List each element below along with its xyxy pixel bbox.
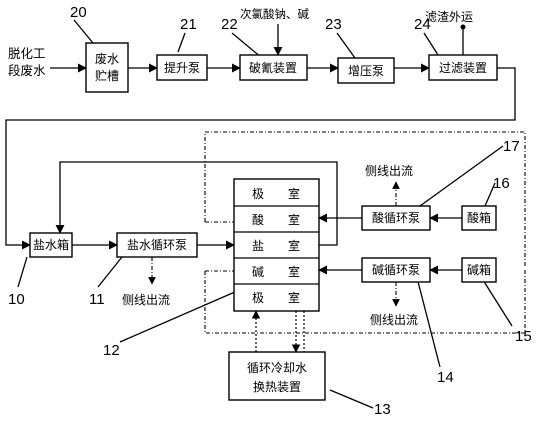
leader-12	[119, 287, 245, 343]
leader-10	[17, 256, 28, 288]
ref-20: 20	[70, 4, 87, 21]
ref-11: 11	[89, 291, 105, 308]
leader-21	[177, 32, 186, 53]
arrow-filter-to-brine-tank	[5, 67, 516, 250]
leader-14	[414, 269, 441, 368]
cooling-label-2: 换热装置	[253, 380, 301, 394]
chemical-input-label: 次氯酸钠、碱	[240, 7, 309, 21]
wastewater-tank-label-2: 贮槽	[95, 68, 119, 83]
booster-pump: 增压泵	[337, 57, 395, 84]
ref-15: 15	[515, 328, 532, 345]
chamber-4-a: 碱	[252, 265, 264, 279]
acid-pump-label: 酸循环泵	[372, 210, 420, 225]
ref-17: 17	[503, 138, 520, 155]
leader-17	[419, 145, 504, 207]
breaking-unit-label: 破氰装置	[249, 60, 297, 75]
brine-side-out-label: 侧线出流	[122, 293, 170, 307]
ref-14: 14	[437, 369, 454, 386]
cooling-label-1: 循环冷却水	[247, 361, 307, 375]
acid-loop-boundary	[204, 131, 526, 268]
base-tank: 碱箱	[461, 257, 497, 283]
ref-21: 21	[180, 16, 197, 33]
sludge-out-label: 滤渣外运	[425, 10, 473, 24]
brine-circulation-pump: 盐水循环泵	[116, 232, 198, 258]
brine-pump-label: 盐水循环泵	[127, 238, 187, 252]
ref-22: 22	[221, 16, 238, 33]
chamber-1-b: 室	[288, 186, 300, 201]
chamber-2-b: 室	[288, 212, 300, 227]
wastewater-storage-tank: 废水 贮槽	[85, 42, 129, 93]
leader-11	[97, 256, 123, 288]
brine-tank: 盐水箱	[29, 232, 73, 258]
ref-24: 24	[414, 16, 431, 33]
chamber-5-b: 室	[288, 290, 300, 305]
source-label-line2: 段废水	[8, 63, 46, 78]
chamber-1-a: 极	[252, 187, 264, 201]
ref-13: 13	[374, 401, 391, 418]
acid-side-out-label: 侧线出流	[365, 164, 413, 178]
acid-tank-label: 酸箱	[467, 210, 491, 225]
source-label-line1: 脱化工	[8, 46, 46, 61]
ref-12: 12	[103, 342, 120, 359]
arrow-salt-return-to-brine-tank	[55, 161, 338, 246]
leader-13	[329, 389, 374, 409]
leader-22	[231, 32, 263, 59]
base-pump-label: 碱循环泵	[372, 263, 420, 277]
chamber-4-b: 室	[288, 264, 300, 279]
chamber-3-a: 盐	[252, 239, 264, 253]
lift-pump: 提升泵	[156, 54, 208, 81]
chamber-2-a: 酸	[252, 212, 264, 227]
sludge-out-dot	[460, 24, 466, 30]
lift-pump-label: 提升泵	[164, 60, 200, 75]
leader-20	[73, 19, 94, 44]
ref-23: 23	[325, 16, 342, 33]
ref-16: 16	[493, 175, 510, 192]
electrodialysis-stack: 极 室 酸 室 盐 室 碱 室 极 室	[233, 178, 320, 312]
brine-tank-label: 盐水箱	[33, 237, 69, 252]
base-circulation-pump: 碱循环泵	[361, 257, 431, 283]
booster-pump-label: 增压泵	[348, 64, 384, 78]
acid-circulation-pump: 酸循环泵	[361, 205, 431, 231]
leader-23	[336, 32, 356, 59]
filter-unit-label: 过滤装置	[439, 61, 487, 75]
filter-unit: 过滤装置	[428, 54, 498, 81]
cooling-heat-exchanger: 循环冷却水 换热装置	[228, 351, 326, 401]
acid-tank: 酸箱	[461, 205, 497, 231]
leader-16	[484, 182, 496, 207]
chamber-5-a: 极	[252, 291, 264, 305]
base-tank-label: 碱箱	[467, 262, 491, 277]
ref-10: 10	[8, 291, 25, 308]
chamber-3-b: 室	[288, 238, 300, 253]
base-side-out-label: 侧线出流	[370, 313, 418, 327]
leader-24	[423, 32, 441, 59]
base-loop-boundary	[204, 268, 526, 334]
cyanide-breaking-unit: 破氰装置	[239, 54, 308, 81]
wastewater-tank-label-1: 废水	[95, 51, 119, 66]
